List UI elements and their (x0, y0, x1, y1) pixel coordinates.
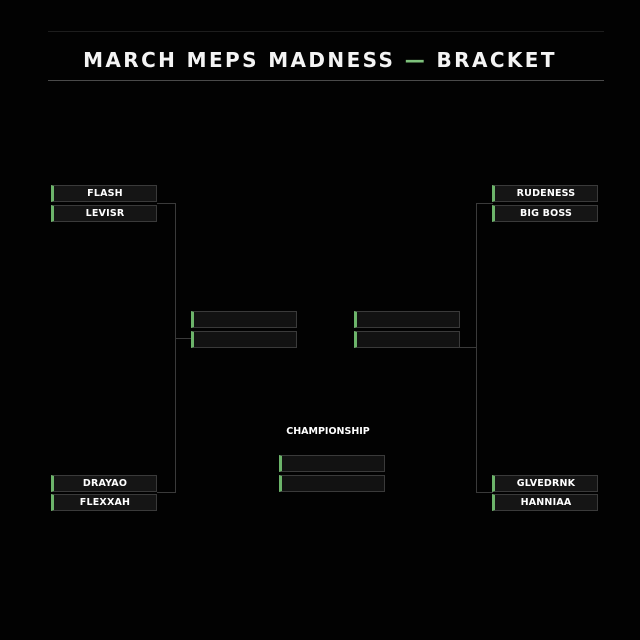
slot-right-top-2[interactable]: BIG BOSS (492, 205, 598, 222)
slot-right-semifinal-2[interactable] (354, 331, 460, 348)
slot-right-semifinal-1[interactable] (354, 311, 460, 328)
slot-left-bottom-1[interactable]: DRAYAO (51, 475, 157, 492)
connector-left-top (157, 203, 175, 204)
slot-left-bottom-2[interactable]: FLEXXAH (51, 494, 157, 511)
slot-left-top-2[interactable]: LEVISR (51, 205, 157, 222)
championship-label: CHAMPIONSHIP (286, 426, 370, 437)
slot-right-top-1[interactable]: RUDENESS (492, 185, 598, 202)
top-rule (48, 31, 604, 32)
title-sub: BRACKET (436, 48, 557, 72)
slot-championship-2[interactable] (279, 475, 385, 492)
title-main: MARCH MEPS MADNESS (83, 48, 396, 72)
connector-left-mid (175, 338, 192, 339)
page-title: MARCH MEPS MADNESS — BRACKET (0, 48, 640, 72)
slot-left-semifinal-2[interactable] (191, 331, 297, 348)
slot-right-bottom-2[interactable]: HANNIAA (492, 494, 598, 511)
slot-championship-1[interactable] (279, 455, 385, 472)
connector-right-mid (460, 347, 476, 348)
title-underline (48, 80, 604, 81)
slot-right-bottom-1[interactable]: GLVEDRNK (492, 475, 598, 492)
connector-left-bottom (157, 492, 175, 493)
connector-right-top (476, 203, 493, 204)
title-dash: — (404, 48, 428, 72)
slot-left-top-1[interactable]: FLASH (51, 185, 157, 202)
connector-right-bottom (476, 492, 493, 493)
connector-right-vertical (476, 203, 477, 493)
slot-left-semifinal-1[interactable] (191, 311, 297, 328)
connector-left-vertical (175, 203, 176, 493)
